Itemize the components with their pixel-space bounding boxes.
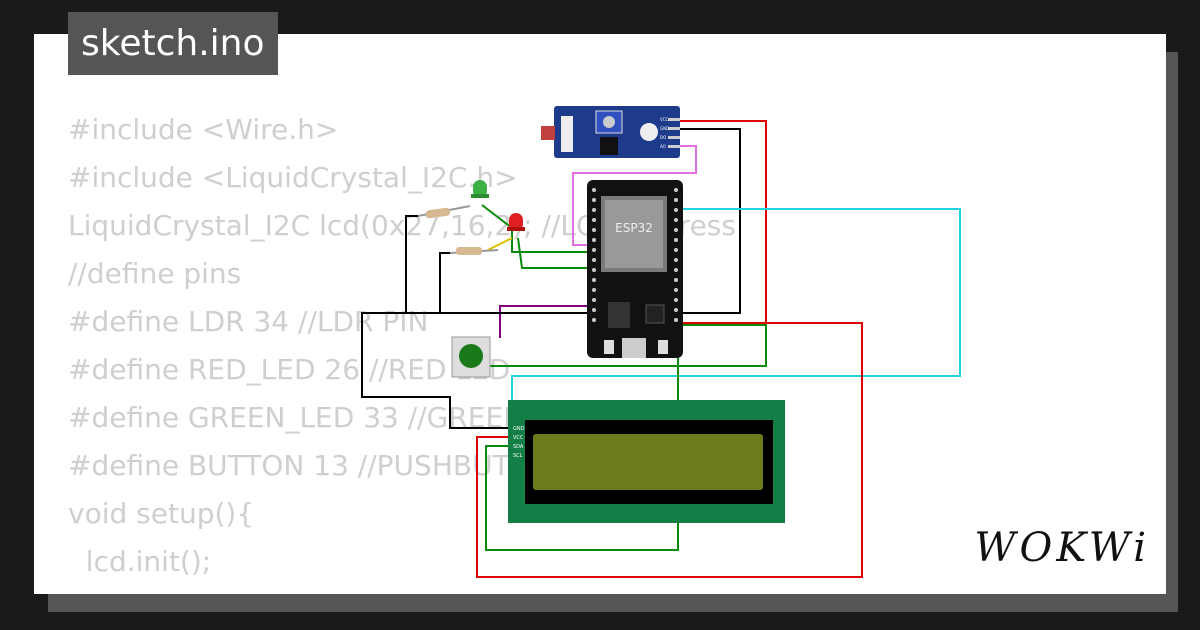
code-background: #include <Wire.h> #include <LiquidCrystal… [68, 106, 736, 594]
wire-green-led [481, 204, 588, 253]
wire-green-button [490, 324, 767, 367]
wire-red-lcd-vcc [476, 322, 863, 578]
lcd-pin-label: SDA [513, 444, 524, 450]
lcd-pin-label: SCL [513, 453, 523, 459]
esp32-label: ESP32 [615, 221, 653, 235]
wire-red-ldr-vcc [680, 120, 767, 324]
code-line: #define LDR 34 //LDR PIN [68, 305, 429, 338]
code-line: #include <LiquidCrystal_I2C.h> [68, 161, 518, 194]
pushbutton[interactable] [451, 336, 491, 378]
wokwi-logo: WOKWi [974, 525, 1150, 571]
esp32-pins-right [674, 188, 678, 322]
code-line: #include <Wire.h> [68, 113, 339, 146]
wire-black-gnd [361, 312, 588, 429]
wire-yellow-resistor [487, 237, 513, 251]
wire-black-led2 [439, 252, 450, 313]
ldr-pin-label: VCC [660, 117, 669, 122]
ldr-pin-label: GND [660, 126, 669, 131]
red-led[interactable] [507, 213, 525, 231]
wire-green-led-red [517, 237, 588, 269]
ldr-pin-label: AO [660, 144, 666, 149]
code-line: lcd.backlight(); [68, 586, 736, 594]
file-tab[interactable]: sketch.ino [68, 12, 279, 75]
code-line: //define pins [68, 257, 242, 290]
wire-purple-button [499, 305, 588, 338]
lcd-pin-label: GND [513, 426, 525, 432]
esp32-pins-left [592, 188, 596, 322]
code-line: lcd.init(); [68, 545, 212, 578]
wire-black-ldr-gnd [680, 128, 741, 314]
resistor-2 [449, 247, 499, 255]
ldr-pin-label: DO [660, 135, 666, 140]
resistor-1 [417, 205, 471, 219]
code-line: void setup(){ [68, 497, 255, 530]
wire-black-led [405, 215, 418, 313]
wire-pink-ldr-ao [572, 145, 697, 246]
lcd-pin-label: VCC [513, 435, 524, 441]
lcd-display[interactable]: GND VCC SDA SCL [508, 400, 785, 523]
esp32-board[interactable]: ESP32 [587, 180, 683, 358]
green-led[interactable] [471, 180, 489, 198]
ldr-module[interactable]: VCC GND DO AO [541, 106, 680, 158]
